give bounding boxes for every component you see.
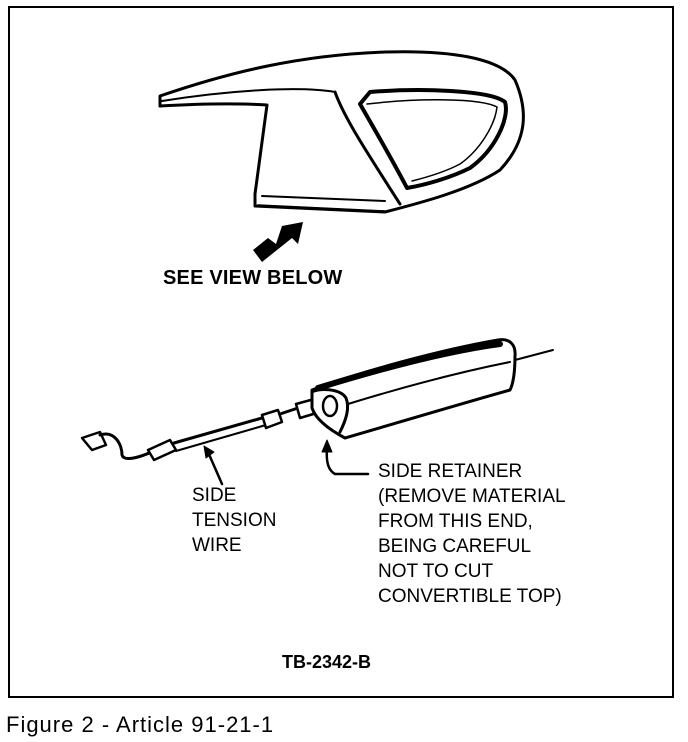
figure-caption: Figure 2 - Article 91-21-1 [6, 712, 275, 737]
convertible-top-illustration [158, 50, 525, 214]
pointer-arrow [253, 222, 303, 262]
figure-frame [8, 6, 674, 698]
side-tension-wire-label: SIDE TENSION WIRE [192, 485, 277, 556]
see-view-below-label: SEE VIEW BELOW [163, 267, 343, 289]
callout-lines [203, 439, 370, 486]
drawing-number: TB-2342-B [282, 652, 372, 672]
side-retainer-drawing [310, 338, 517, 440]
side-retainer-label: SIDE RETAINER (REMOVE MATERIAL FROM THIS… [378, 461, 566, 607]
